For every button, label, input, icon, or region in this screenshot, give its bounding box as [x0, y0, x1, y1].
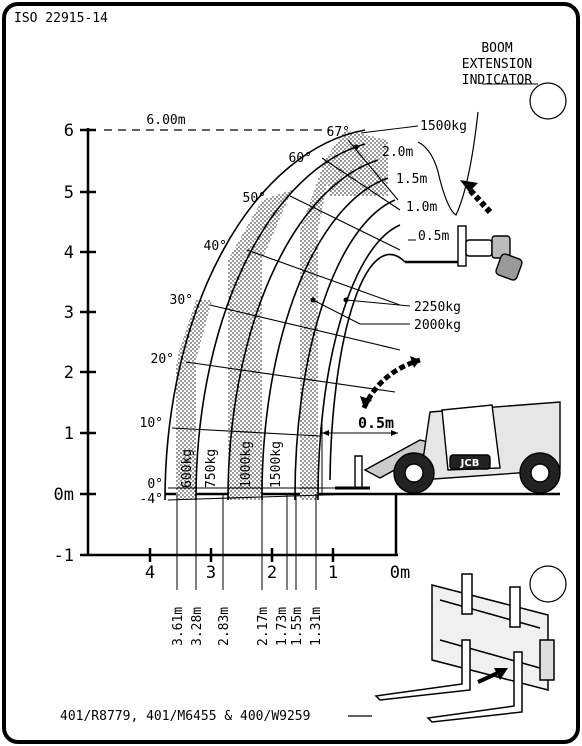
boom-up-arrow	[467, 187, 493, 215]
load-top: 1500kg	[420, 119, 467, 134]
dist-1-31: 1.31m	[309, 607, 324, 646]
standard-label: ISO 22915-14	[14, 11, 108, 26]
dist-3-61: 3.61m	[171, 607, 186, 646]
tilt-arrow	[361, 357, 421, 410]
brand-logo: JCB	[460, 458, 480, 469]
angle-50: 50°	[243, 191, 266, 206]
angle-30: 30°	[170, 293, 193, 308]
dist-2-83: 2.83m	[217, 607, 232, 646]
zone-750kg: 750kg	[204, 449, 219, 488]
zone-1000kg: 1000kg	[239, 441, 254, 488]
y-tick-minus1: -1	[54, 546, 74, 566]
dist-2-17: 2.17m	[256, 607, 271, 646]
ext-1-5: 1.5m	[396, 172, 427, 187]
envelope-arcs	[164, 129, 406, 501]
angle-60: 60°	[289, 151, 312, 166]
x-tick-1: 1	[328, 563, 338, 583]
y-tick-4: 4	[64, 243, 74, 263]
telehandler-illustration: JCB	[335, 401, 561, 494]
y-tick-1: 1	[64, 424, 74, 444]
y-tick-0: 0m	[54, 485, 74, 505]
indicator-line1: BOOM	[481, 41, 512, 56]
y-tick-5: 5	[64, 183, 74, 203]
x-tick-0: 0m	[390, 563, 410, 583]
axes	[80, 128, 398, 562]
indicator-line2: EXTENSION	[462, 57, 532, 72]
indicator-circle	[529, 82, 567, 120]
y-tick-2: 2	[64, 363, 74, 383]
indicator-line3: INDICATOR	[462, 73, 533, 88]
load-2250: 2250kg	[414, 300, 461, 315]
dist-3-28: 3.28m	[190, 607, 205, 646]
dist-1-55: 1.55m	[290, 607, 305, 646]
angle-20: 20°	[151, 352, 174, 367]
max-reach-label: 6.00m	[146, 113, 185, 128]
pointer-arrow	[477, 670, 501, 684]
fork-circle	[529, 565, 567, 603]
angle-40: 40°	[204, 239, 227, 254]
ext-0-5: 0.5m	[418, 229, 449, 244]
ext-2-0: 2.0m	[382, 145, 413, 160]
x-tick-3: 3	[206, 563, 216, 583]
fork-carriage-illustration	[374, 573, 555, 723]
angle-0: 0°	[147, 477, 163, 492]
part-numbers: 401/R8779, 401/M6455 & 400/W9259	[60, 709, 310, 724]
y-tick-3: 3	[64, 303, 74, 323]
angle-67: 67°	[327, 125, 350, 140]
boom-head-illustration	[405, 225, 523, 281]
zone-600kg: 600kg	[180, 449, 195, 488]
distance-lines	[176, 494, 317, 590]
y-tick-6: 6	[64, 121, 74, 141]
angle-10: 10°	[140, 416, 163, 431]
ext-1-0: 1.0m	[406, 200, 437, 215]
angle-minus4: -4°	[140, 492, 163, 507]
load-2000: 2000kg	[414, 318, 461, 333]
extension-bracket	[417, 111, 479, 216]
zone-1500kg: 1500kg	[269, 441, 284, 488]
x-tick-2: 2	[267, 563, 277, 583]
dist-1-73: 1.73m	[275, 607, 290, 646]
fork-extension-label: 0.5m	[358, 414, 394, 432]
x-tick-4: 4	[145, 563, 155, 583]
